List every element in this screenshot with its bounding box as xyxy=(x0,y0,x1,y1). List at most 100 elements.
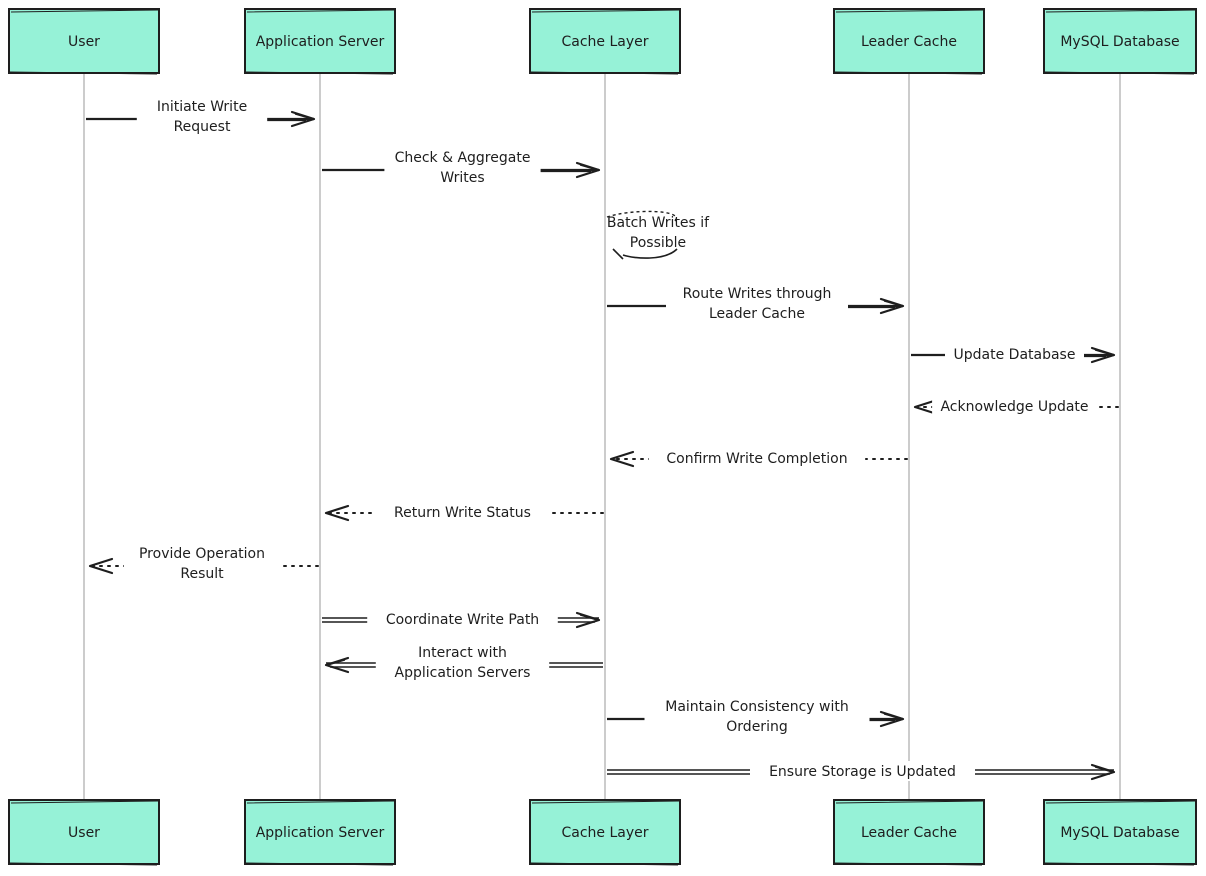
arrowhead xyxy=(324,656,350,674)
actor-bottom-cache: Cache Layer xyxy=(529,799,681,866)
arrowhead xyxy=(879,710,905,728)
message-label-bg xyxy=(123,543,281,583)
arrowhead xyxy=(290,110,316,128)
arrowhead xyxy=(609,450,635,468)
sketch-stroke xyxy=(245,800,395,866)
message-label: Acknowledge Update xyxy=(940,399,1088,415)
message-label-bg xyxy=(932,396,1097,416)
sketch-stroke xyxy=(1044,800,1196,866)
actor-box xyxy=(8,8,160,74)
sketch-stroke xyxy=(530,9,680,75)
message-label: Check & Aggregate xyxy=(395,150,531,166)
message-label-bg xyxy=(644,696,870,736)
actor-label: Cache Layer xyxy=(561,34,648,50)
self-loop-tick xyxy=(612,248,624,260)
message-label-bg xyxy=(945,344,1084,364)
actor-box xyxy=(833,8,985,74)
message-label: Ensure Storage is Updated xyxy=(769,764,956,780)
sketch-stroke xyxy=(9,9,159,75)
actor-top-leader: Leader Cache xyxy=(833,8,985,75)
message-label: Ordering xyxy=(726,719,787,735)
actor-label: User xyxy=(68,825,100,841)
arrowhead-sketch xyxy=(294,113,313,120)
arrowhead-sketch xyxy=(327,659,346,666)
sketch-stroke xyxy=(245,9,395,75)
message-label: Request xyxy=(174,119,231,135)
arrowhead-sketch xyxy=(579,614,598,621)
sketch-stroke xyxy=(834,9,984,75)
self-loop-top xyxy=(606,210,677,222)
actor-label: Leader Cache xyxy=(861,825,957,841)
message-label: Provide Operation xyxy=(139,546,265,562)
actor-top-db: MySQL Database xyxy=(1043,8,1197,75)
arrowhead-sketch xyxy=(883,300,902,307)
arrowhead xyxy=(575,611,601,629)
self-loop-bottom xyxy=(622,248,678,259)
message-label-bg xyxy=(384,147,541,187)
message-label: Maintain Consistency with xyxy=(665,699,849,715)
message-label: Confirm Write Completion xyxy=(666,451,847,467)
arrowhead xyxy=(88,557,114,575)
actor-bottom-db: MySQL Database xyxy=(1043,799,1197,866)
message-label: Route Writes through xyxy=(683,286,832,302)
message-label-bg xyxy=(648,448,866,468)
message-ensure-storage-is-updated: Ensure Storage is Updated xyxy=(607,761,1116,781)
sketch-stroke xyxy=(834,800,984,866)
message-label: Batch Writes if xyxy=(607,215,710,231)
message-coordinate-write-path: Coordinate Write Path xyxy=(322,609,601,629)
sketch-stroke xyxy=(1044,9,1196,75)
arrowhead xyxy=(913,398,939,416)
message-label-bg xyxy=(136,96,268,136)
arrowhead xyxy=(879,297,905,315)
arrowhead-sketch xyxy=(1094,349,1113,356)
message-label: Initiate Write xyxy=(157,99,247,115)
actor-box xyxy=(1043,799,1197,865)
arrowhead xyxy=(575,161,601,179)
arrowhead-sketch xyxy=(1094,766,1113,773)
actor-box xyxy=(833,799,985,865)
actor-label: User xyxy=(68,34,100,50)
actor-bottom-user: User xyxy=(8,799,160,866)
arrowhead xyxy=(324,504,350,522)
sketch-stroke xyxy=(9,800,159,866)
actor-box xyxy=(8,799,160,865)
message-label-bg xyxy=(375,642,550,682)
message-label: Leader Cache xyxy=(709,306,805,322)
message-acknowledge-update: Acknowledge Update xyxy=(913,396,1119,416)
message-label: Writes xyxy=(440,170,484,186)
message-label: Update Database xyxy=(954,347,1076,363)
message-label: Interact with xyxy=(418,645,507,661)
message-label-bg xyxy=(375,502,550,522)
message-label: Return Write Status xyxy=(394,505,531,521)
actor-label: MySQL Database xyxy=(1060,825,1179,841)
actor-label: Application Server xyxy=(256,825,385,841)
arrowhead xyxy=(1090,763,1116,781)
actor-box xyxy=(244,799,396,865)
actor-label: MySQL Database xyxy=(1060,34,1179,50)
message-confirm-write-completion: Confirm Write Completion xyxy=(609,448,908,468)
message-label: Application Servers xyxy=(395,665,531,681)
actor-bottom-leader: Leader Cache xyxy=(833,799,985,866)
actor-top-user: User xyxy=(8,8,160,75)
message-label-bg xyxy=(750,761,975,781)
message-label-bg xyxy=(367,609,558,629)
actor-top-app: Application Server xyxy=(244,8,396,75)
sketch-stroke xyxy=(530,800,680,866)
arrowhead xyxy=(1090,346,1116,364)
message-return-write-status: Return Write Status xyxy=(324,502,604,522)
message-update-database: Update Database xyxy=(911,344,1116,364)
actor-label: Cache Layer xyxy=(561,825,648,841)
message-label: Result xyxy=(180,566,224,582)
message-label: Coordinate Write Path xyxy=(386,612,539,628)
arrowhead-sketch xyxy=(883,713,902,720)
actor-label: Application Server xyxy=(256,34,385,50)
actor-label: Leader Cache xyxy=(861,34,957,50)
